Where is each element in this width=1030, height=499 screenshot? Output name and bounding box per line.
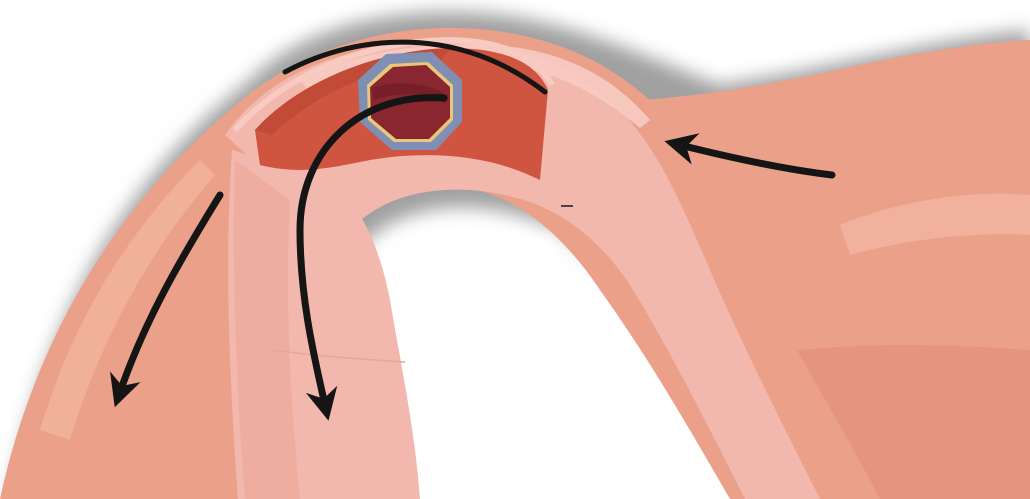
diagram-canvas xyxy=(0,0,1030,499)
anatomical-diagram xyxy=(0,0,1030,499)
